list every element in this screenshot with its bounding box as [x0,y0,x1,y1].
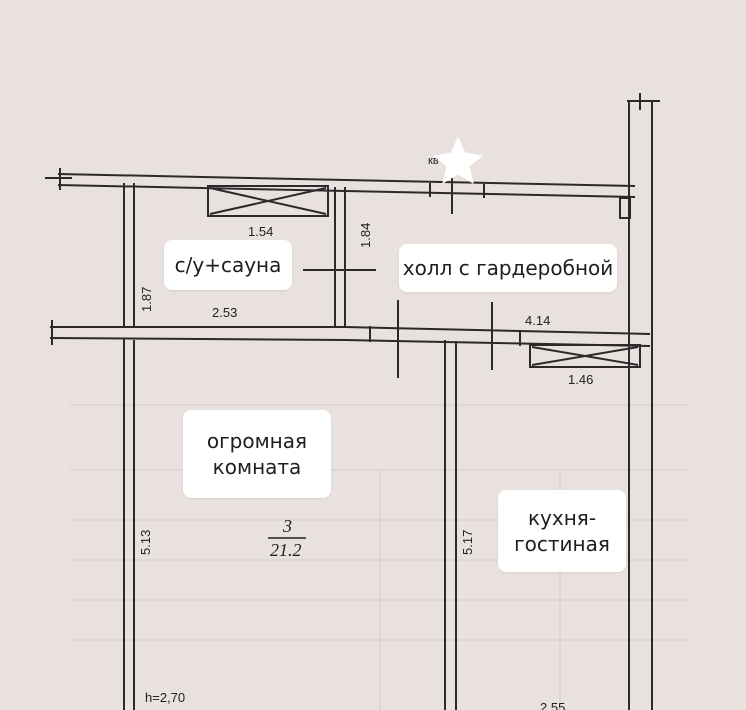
dimension-labels: 1.54 1.84 1.87 2.53 4.14 1.46 5.13 5.17 … [138,155,593,710]
paper-ghost-lines [70,404,690,710]
dim-1-84: 1.84 [358,223,373,248]
dim-1-87: 1.87 [139,287,154,312]
room-label-hall: холл с гардеробной [399,244,617,292]
room-label-kitchen: кухня-гостиная [498,490,626,572]
walls [45,93,660,710]
room-label-bathroom: с/у+сауна [164,240,292,290]
ceiling-height: h=2,70 [145,690,185,705]
dim-5-13: 5.13 [138,530,153,555]
room-label-big-room: огромная комната [183,410,331,498]
room-area: 21.2 [270,540,302,560]
dim-5-17: 5.17 [460,530,475,555]
dim-2-53: 2.53 [212,305,237,320]
cut-dimension: 2.55 [540,700,565,710]
room-label-kitchen-text: кухня-гостиная [514,506,610,556]
dim-4-14: 4.14 [525,313,550,328]
dim-1-54: 1.54 [248,224,273,239]
room-label-big-room-text: огромная комната [206,429,308,479]
entry-mark: кв [428,155,439,167]
room-number: 3 [282,516,292,536]
star-icon [432,136,484,185]
dim-1-46: 1.46 [568,372,593,387]
